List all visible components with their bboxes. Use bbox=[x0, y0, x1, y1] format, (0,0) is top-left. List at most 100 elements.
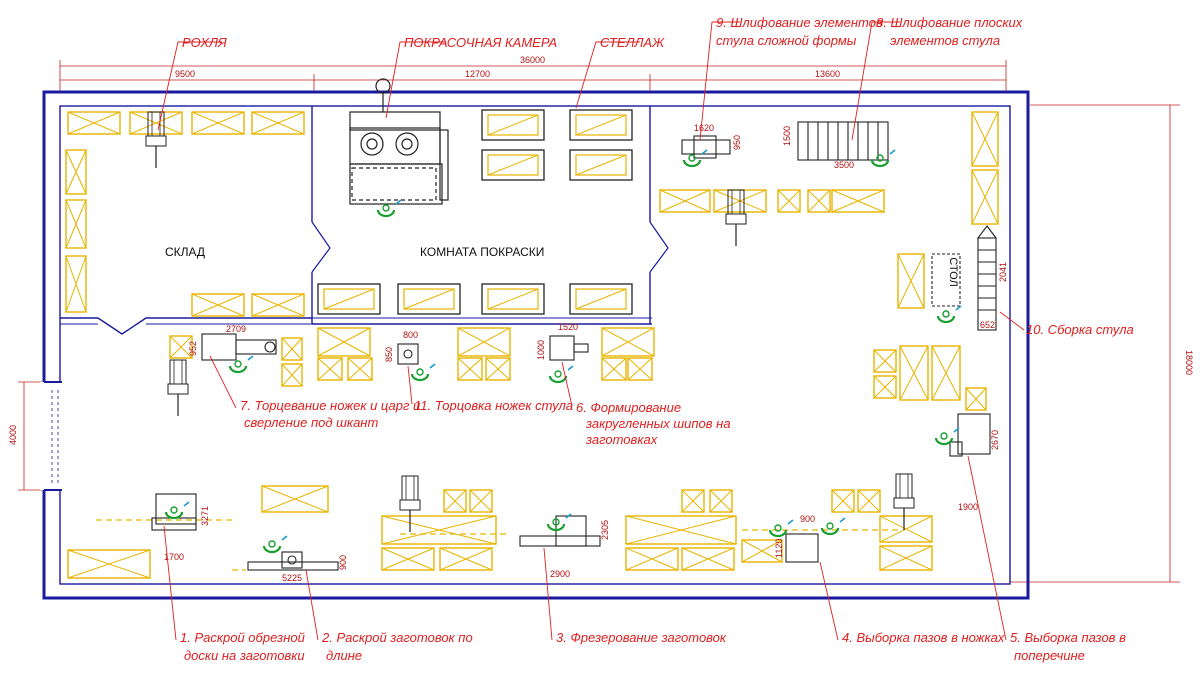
m10-h: 2041 bbox=[998, 262, 1008, 282]
storage-crate bbox=[873, 349, 897, 373]
storage-crates bbox=[65, 111, 999, 579]
storage-crate bbox=[897, 253, 925, 309]
storage-crate bbox=[931, 345, 961, 401]
rack bbox=[481, 283, 545, 315]
m7-h: 952 bbox=[188, 341, 198, 356]
storage-crate bbox=[169, 335, 193, 359]
m5-h: 2670 bbox=[990, 430, 1000, 450]
m3-w: 2900 bbox=[550, 569, 570, 579]
label-op10: 10. Сборка стула bbox=[1026, 322, 1134, 337]
table-label: СТОЛ bbox=[947, 257, 959, 286]
label-paint-booth: ПОКРАСОЧНАЯ КАМЕРА bbox=[404, 35, 557, 50]
storage-crate bbox=[899, 345, 929, 401]
m2-h: 900 bbox=[338, 555, 348, 570]
label-op1-line2: доски на заготовки bbox=[184, 648, 305, 663]
operators bbox=[164, 149, 962, 554]
label-op9-line2: стула сложной формы bbox=[716, 33, 857, 48]
storage-crate bbox=[439, 547, 493, 571]
storage-crate bbox=[381, 547, 435, 571]
rack bbox=[569, 149, 633, 181]
operator-icon bbox=[546, 513, 572, 532]
operator-icon bbox=[164, 501, 190, 520]
rack bbox=[569, 283, 633, 315]
storage-crate bbox=[281, 363, 303, 387]
pallet-jack bbox=[893, 473, 915, 530]
m7-w: 2709 bbox=[226, 324, 246, 334]
storage-crate bbox=[807, 189, 831, 213]
label-op8-line2: элементов стула bbox=[890, 33, 1000, 48]
paint-room-label: КОМНАТА ПОКРАСКИ bbox=[420, 245, 544, 259]
storage-crate bbox=[777, 189, 801, 213]
storage-crate bbox=[741, 539, 783, 563]
pallet-jack bbox=[399, 475, 421, 532]
m1-h: 3271 bbox=[200, 506, 210, 526]
storage-crate bbox=[965, 387, 987, 411]
label-op6-line2: закругленных шипов на bbox=[585, 416, 731, 431]
storage-crate bbox=[879, 515, 933, 543]
storage-crate bbox=[625, 547, 679, 571]
storage-crate bbox=[65, 199, 87, 249]
operator-icon bbox=[936, 305, 962, 324]
pallet-jack bbox=[145, 111, 167, 168]
m5-w: 1900 bbox=[958, 502, 978, 512]
building-walls bbox=[40, 90, 1030, 600]
label-op6-line1: 6. Формирование bbox=[576, 400, 681, 415]
drill-stands bbox=[145, 111, 915, 532]
label-rokhlya: РОХЛЯ bbox=[182, 35, 227, 50]
label-op9-line1: 9. Шлифование элементов bbox=[716, 15, 883, 30]
label-op11: 11. Торцовка ножек стула bbox=[414, 398, 573, 413]
label-op2-line2: длине bbox=[326, 648, 362, 663]
storage-crate bbox=[627, 357, 653, 381]
paint-booth bbox=[349, 78, 449, 205]
dim-seg2: 12700 bbox=[465, 69, 490, 79]
operator-icon bbox=[934, 427, 960, 446]
storage-crate bbox=[347, 357, 373, 381]
operator-icon bbox=[410, 363, 436, 382]
label-op3: 3. Фрезерование заготовок bbox=[556, 630, 727, 645]
rack bbox=[317, 283, 381, 315]
rack bbox=[569, 109, 633, 141]
m8-h: 1500 bbox=[782, 126, 792, 146]
storage-crate bbox=[625, 515, 737, 545]
storage-crate bbox=[191, 293, 245, 317]
storage-crate bbox=[67, 111, 121, 135]
storage-crate bbox=[971, 111, 999, 167]
machine-dims: 1620 950 3500 1500 2041 652 2709 952 800… bbox=[164, 123, 1008, 583]
storage-crate bbox=[443, 489, 467, 513]
m9-w: 1620 bbox=[694, 123, 714, 133]
racks bbox=[317, 109, 633, 315]
storage-crate bbox=[191, 111, 245, 135]
storage-crate bbox=[261, 485, 329, 513]
m10-w: 652 bbox=[980, 320, 995, 330]
label-op4: 4. Выборка пазов в ножках bbox=[842, 630, 1005, 645]
storage-crate bbox=[659, 189, 711, 213]
m9-h: 950 bbox=[732, 135, 742, 150]
operator-icon bbox=[548, 365, 574, 384]
rack bbox=[397, 283, 461, 315]
storage-crate bbox=[281, 337, 303, 361]
m11-h: 850 bbox=[384, 347, 394, 362]
m2-w: 5225 bbox=[282, 573, 302, 583]
storage-crate bbox=[681, 547, 735, 571]
storage-crate bbox=[65, 149, 87, 195]
m6-h: 1000 bbox=[536, 340, 546, 360]
label-op2-line1: 2. Раскрой заготовок по bbox=[321, 630, 473, 645]
storage-crate bbox=[971, 169, 999, 225]
storage-crate bbox=[317, 327, 371, 357]
operator-icon bbox=[768, 519, 794, 538]
pallet-jack bbox=[725, 189, 747, 246]
dim-total: 36000 bbox=[520, 55, 545, 65]
label-rack: СТЕЛЛАЖ bbox=[600, 35, 665, 50]
m6-w: 1520 bbox=[558, 322, 578, 332]
dimension-lines bbox=[18, 60, 1180, 583]
storage-crate bbox=[457, 327, 511, 357]
m1-w: 1700 bbox=[164, 552, 184, 562]
rack bbox=[481, 109, 545, 141]
storage-crate bbox=[457, 357, 483, 381]
storage-crate bbox=[831, 189, 885, 213]
storage-crate bbox=[709, 489, 733, 513]
label-op7-line2: сверление под шкант bbox=[244, 415, 378, 430]
m4-h: 1120 bbox=[774, 539, 784, 558]
